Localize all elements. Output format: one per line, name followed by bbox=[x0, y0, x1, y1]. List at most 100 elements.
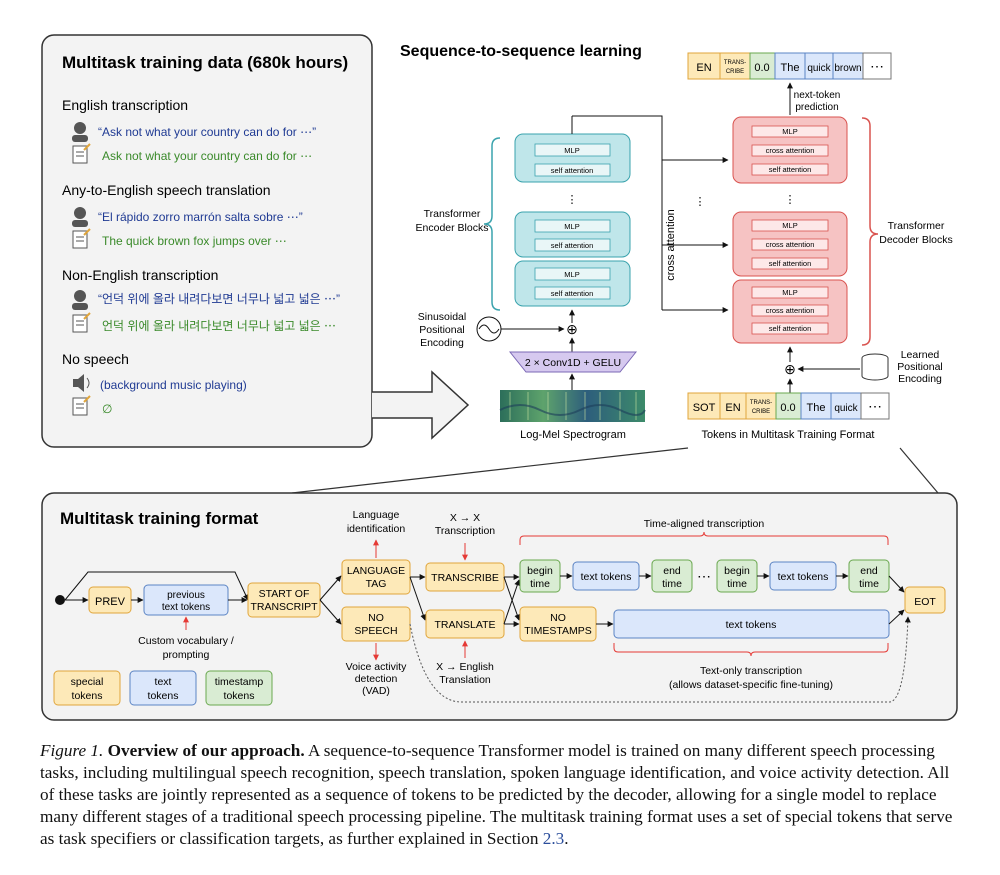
decoder-block: MLP cross attention self attention bbox=[732, 211, 848, 277]
svg-text:PREV: PREV bbox=[95, 596, 126, 608]
svg-text:NO: NO bbox=[368, 612, 384, 624]
svg-text:NO: NO bbox=[550, 612, 566, 624]
text-only-label: (allows dataset-specific fine-tuning) bbox=[669, 679, 833, 691]
svg-text:text: text bbox=[155, 676, 172, 688]
text-tokens-long: text tokens bbox=[613, 609, 890, 639]
svg-text:special: special bbox=[71, 676, 104, 688]
speaker-icon bbox=[72, 122, 88, 142]
legend: special tokens text tokens timestamp tok… bbox=[53, 670, 273, 706]
token: CRIBE bbox=[752, 409, 770, 415]
caption-figure-label: Figure 1. bbox=[40, 741, 104, 760]
svg-text:begin: begin bbox=[724, 565, 750, 577]
learned-label: Encoding bbox=[898, 373, 942, 385]
document-icon bbox=[72, 312, 91, 333]
speech-sample: “El rápido zorro marrón salta sobre ⋯” bbox=[98, 210, 303, 224]
lang-id-label: Language bbox=[353, 509, 400, 521]
legend-text bbox=[129, 670, 197, 706]
svg-text:text tokens: text tokens bbox=[726, 619, 777, 631]
speech-sample: (background music playing) bbox=[100, 378, 247, 392]
self-attention-label: self attention bbox=[769, 324, 812, 333]
encoder-block: MLP self attention bbox=[514, 211, 631, 258]
svg-text:tokens: tokens bbox=[72, 690, 103, 702]
plus-icon: ⊕ bbox=[566, 321, 578, 337]
start-of-transcript-token: START OF TRANSCRIPT bbox=[247, 582, 321, 618]
caption-body: A sequence-to-sequence Transformer model… bbox=[40, 741, 953, 848]
token: ⋯ bbox=[870, 58, 884, 74]
svg-text:START OF: START OF bbox=[259, 588, 310, 600]
encoder-label: Transformer bbox=[424, 208, 481, 220]
svg-text:TAG: TAG bbox=[366, 578, 387, 590]
sinusoidal-label: Encoding bbox=[420, 337, 464, 349]
spectrogram-label: Log-Mel Spectrogram bbox=[520, 429, 626, 441]
xx-label: Transcription bbox=[435, 525, 495, 537]
document-icon bbox=[72, 395, 91, 416]
time-aligned-label: Time-aligned transcription bbox=[644, 518, 765, 530]
input-token-row: SOT EN TRANS- CRIBE 0.0 The quick ⋯ bbox=[687, 392, 890, 420]
x-english-label: Translation bbox=[439, 674, 491, 686]
encoder-brace bbox=[483, 137, 501, 311]
mlp-label: MLP bbox=[564, 270, 579, 279]
self-attention-label: self attention bbox=[551, 241, 594, 250]
vad-label: Voice activity bbox=[346, 661, 407, 673]
seq2seq-diagram: Sequence-to-sequence learning Transforme… bbox=[400, 43, 953, 441]
cross-attention-block-label: cross attention bbox=[766, 146, 815, 155]
section-heading: No speech bbox=[62, 351, 129, 367]
token: EN bbox=[725, 402, 740, 414]
text-sample: 언덕 위에 올라 내려다보면 너무나 넓고 넓은 ⋯ bbox=[102, 319, 336, 333]
svg-text:TRANSLATE: TRANSLATE bbox=[434, 619, 495, 631]
token: brown bbox=[834, 63, 861, 74]
encoder-block: MLP self attention bbox=[514, 260, 631, 307]
plus-icon: ⊕ bbox=[784, 361, 796, 377]
tokens-label: Tokens in Multitask Training Format bbox=[701, 429, 874, 441]
begin-time-token: begin time bbox=[519, 559, 561, 593]
legend-special bbox=[53, 670, 121, 706]
mlp-label: MLP bbox=[564, 146, 579, 155]
document-icon bbox=[72, 228, 91, 249]
token: The bbox=[781, 62, 800, 74]
figure-caption: Figure 1. Overview of our approach. A se… bbox=[40, 740, 965, 850]
format-title: Multitask training format bbox=[60, 509, 259, 528]
svg-text:previous: previous bbox=[167, 590, 205, 601]
token: The bbox=[807, 402, 826, 414]
text-tokens: text tokens bbox=[572, 561, 640, 591]
svg-text:tokens: tokens bbox=[148, 690, 179, 702]
token: EN bbox=[696, 62, 711, 74]
next-token-label: next-token bbox=[794, 90, 841, 101]
end-time-token: end time bbox=[848, 559, 890, 593]
speech-sample: “Ask not what your country can do for ⋯” bbox=[98, 125, 316, 139]
token: 0.0 bbox=[780, 402, 795, 414]
spectrogram bbox=[499, 390, 646, 422]
svg-text:time: time bbox=[727, 578, 747, 590]
legend-timestamp bbox=[205, 670, 273, 706]
no-speech-token: NO SPEECH bbox=[341, 606, 411, 642]
svg-text:EOT: EOT bbox=[914, 596, 936, 608]
text-only-bracket bbox=[613, 643, 889, 657]
audio-speaker-icon bbox=[73, 374, 90, 392]
svg-text:TIMESTAMPS: TIMESTAMPS bbox=[524, 625, 591, 637]
big-arrow bbox=[372, 370, 470, 440]
ellipsis: ⋯ bbox=[697, 568, 711, 584]
eot-token: EOT bbox=[904, 586, 946, 614]
token: CRIBE bbox=[726, 69, 744, 75]
start-dot bbox=[55, 595, 65, 605]
decoder-label: Decoder Blocks bbox=[879, 234, 953, 246]
encoder-label: Encoder Blocks bbox=[416, 222, 489, 234]
token: TRANS- bbox=[724, 60, 746, 66]
cross-attention-block-label: cross attention bbox=[766, 306, 815, 315]
svg-text:SPEECH: SPEECH bbox=[354, 625, 397, 637]
section-heading: Non-English transcription bbox=[62, 267, 218, 283]
svg-text:timestamp: timestamp bbox=[215, 676, 264, 688]
cross-attention-block-label: cross attention bbox=[766, 240, 815, 249]
time-aligned-bracket bbox=[519, 531, 889, 545]
token: TRANS- bbox=[750, 400, 772, 406]
format-panel: Multitask training format PREV previous … bbox=[41, 492, 958, 721]
transcribe-token: TRANSCRIBE bbox=[425, 562, 505, 592]
lang-id-label: identification bbox=[347, 523, 406, 535]
custom-vocab-label: Custom vocabulary / bbox=[138, 635, 234, 647]
section-heading: Any-to-English speech translation bbox=[62, 182, 271, 198]
decoder-brace bbox=[861, 117, 879, 346]
svg-text:end: end bbox=[663, 565, 681, 577]
mlp-label: MLP bbox=[782, 288, 797, 297]
section-link[interactable]: 2.3 bbox=[542, 829, 565, 848]
token: SOT bbox=[693, 402, 716, 414]
